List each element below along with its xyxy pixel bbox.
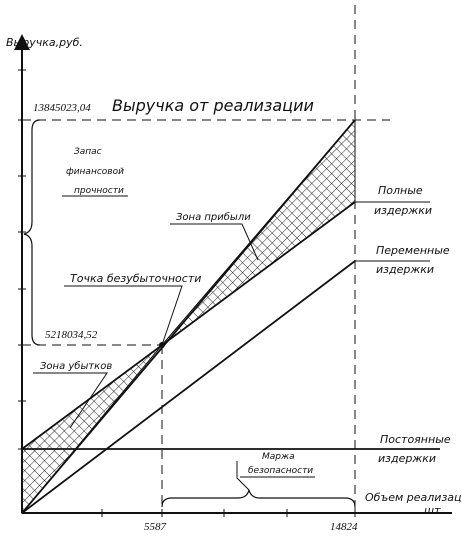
total-costs-line <box>21 201 356 450</box>
reserve-label-1: Запас <box>74 147 102 157</box>
safety-margin-brace <box>161 489 356 508</box>
profit-zone-leader <box>170 223 259 261</box>
total-costs-label-2: издержки <box>374 204 432 217</box>
revenue-line <box>21 119 356 514</box>
reserve-label-3: прочности <box>74 186 124 196</box>
profit-zone-label: Зона прибыли <box>176 211 251 223</box>
breakeven-leader <box>64 285 183 346</box>
fixed-costs-label-1: Постоянные <box>380 433 451 446</box>
fixed-costs-label-2: издержки <box>378 452 436 465</box>
safety-margin-label-1: Маржа <box>262 452 295 462</box>
breakeven-point-label: Точка безубыточности <box>70 272 201 285</box>
x-axis-unit: шт. <box>424 504 444 517</box>
reserve-brace <box>23 119 41 346</box>
loss-zone-leader <box>33 372 108 429</box>
safety-margin-label-2: безопасности <box>248 466 313 476</box>
variable-costs-label-1: Переменные <box>376 244 450 257</box>
diagram-title: Выручка от реализации <box>112 96 314 115</box>
y-tick-breakeven: 5218034,52 <box>45 329 98 341</box>
loss-zone-label: Зона убытков <box>40 360 112 372</box>
y-axis-label: Выручка,руб. <box>6 36 83 49</box>
variable-costs-line <box>21 260 356 514</box>
x-tick-breakeven: 5587 <box>144 521 167 533</box>
safety-margin-leader <box>236 461 250 491</box>
reserve-label-2: финансовой <box>66 167 124 177</box>
y-tick-top: 13845023,04 <box>33 102 91 114</box>
x-axis-label: Объем реализации <box>365 491 462 504</box>
total-costs-label-1: Полные <box>378 184 423 197</box>
variable-costs-label-2: издержки <box>376 263 434 276</box>
x-tick-max: 14824 <box>330 521 358 533</box>
